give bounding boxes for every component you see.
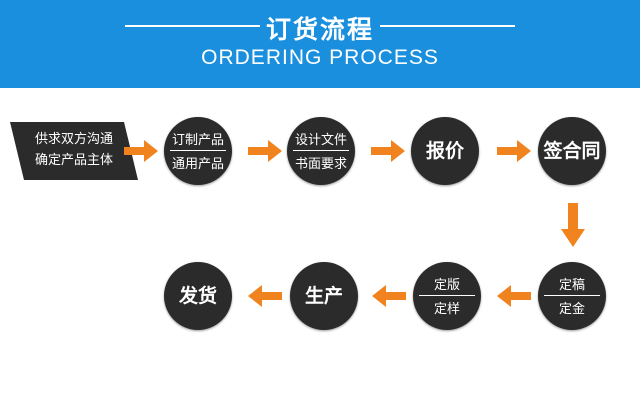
step-sample-line2: 定样	[433, 302, 460, 317]
title-line-right	[380, 25, 515, 27]
parallelogram-shape	[10, 122, 138, 180]
step-contract-label: 签合同	[543, 140, 601, 162]
page-title: 订货流程	[265, 15, 374, 44]
step-produce: 生产	[290, 262, 358, 330]
arrow-down-icon	[561, 203, 585, 247]
arrow-left-icon	[497, 285, 531, 307]
step-quote: 报价	[411, 117, 479, 185]
step-draft: 定稿 定金	[538, 262, 606, 330]
step-contract: 签合同	[538, 117, 606, 185]
step-custom-divider	[170, 150, 226, 151]
step-ship: 发货	[164, 262, 232, 330]
step-draft-line1: 定稿	[558, 278, 585, 293]
step-ship-label: 发货	[178, 285, 217, 307]
step-sample: 定版 定样	[413, 262, 481, 330]
step-draft-divider	[544, 295, 600, 296]
arrow-left-icon	[372, 285, 406, 307]
arrow-left-icon	[248, 285, 282, 307]
step-sample-line1: 定版	[433, 278, 460, 293]
step-produce-label: 生产	[304, 285, 343, 307]
header-banner: 订货流程 ORDERING PROCESS	[0, 0, 640, 88]
step-start: 供求双方沟通 确定产品主体	[10, 122, 138, 180]
step-start-line1: 供求双方沟通	[34, 132, 113, 147]
step-custom: 订制产品 通用产品	[164, 117, 232, 185]
title-line-left	[125, 25, 260, 27]
step-quote-label: 报价	[425, 140, 464, 162]
page-subtitle: ORDERING PROCESS	[201, 46, 439, 69]
step-design-line2: 书面要求	[294, 157, 347, 172]
step-design-line1: 设计文件	[294, 133, 347, 148]
step-sample-divider	[419, 295, 475, 296]
step-custom-line1: 订制产品	[171, 133, 224, 148]
arrow-right-icon	[497, 140, 531, 162]
step-start-line2: 确定产品主体	[34, 153, 113, 168]
step-custom-line2: 通用产品	[171, 157, 224, 172]
arrow-right-icon	[371, 140, 405, 162]
arrow-right-icon	[248, 140, 282, 162]
step-draft-line2: 定金	[558, 302, 585, 317]
step-design-divider	[293, 150, 349, 151]
step-design: 设计文件 书面要求	[287, 117, 355, 185]
arrow-right-icon	[124, 140, 158, 162]
